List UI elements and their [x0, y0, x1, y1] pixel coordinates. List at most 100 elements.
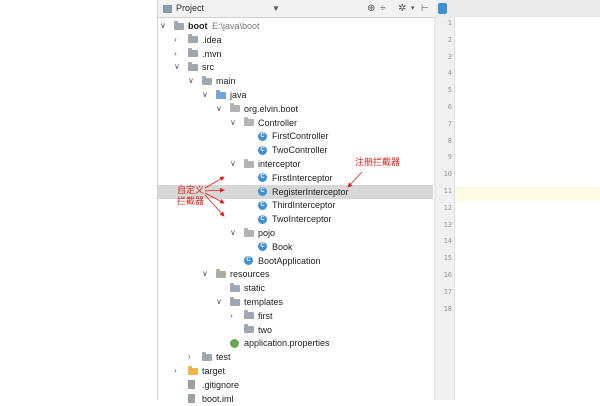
chevron-down-icon[interactable]: ∨ [202, 90, 208, 99]
tree-icon-cell [216, 267, 226, 281]
tree-item-label: resources [230, 269, 270, 280]
tree-row[interactable]: C BootApplication [158, 254, 433, 268]
tree-item-label: FirstController [272, 131, 329, 142]
tree-item-label: Book [272, 241, 293, 252]
tree-row[interactable]: › first [158, 309, 433, 323]
chevron-down-icon[interactable]: ∨ [202, 269, 208, 279]
sync-icon[interactable]: ⊕ [367, 3, 376, 14]
line-number: 3 [447, 52, 452, 61]
tree-row[interactable]: C ThirdInterceptor [158, 198, 433, 212]
tree-row[interactable]: ›.mvn [158, 47, 433, 61]
tree-row[interactable]: C RegisterInterceptor [158, 184, 433, 199]
chevron-right-icon[interactable]: › [174, 366, 177, 375]
line-number: 16 [443, 271, 452, 279]
chevron-down-icon[interactable]: ∨ [230, 159, 236, 168]
tree-icon-cell [230, 102, 240, 116]
tree-row[interactable]: .gitignore [158, 378, 433, 392]
tree-row[interactable]: ∨src [158, 60, 433, 74]
tree-row[interactable]: ∨templates [158, 295, 433, 309]
chevron-down-icon[interactable]: ∨ [230, 117, 236, 127]
tree-item-label: FirstInterceptor [272, 172, 333, 183]
tree-icon-cell [230, 281, 240, 295]
tree-icon-cell [188, 364, 198, 378]
chevron-right-icon[interactable]: › [174, 48, 177, 58]
tree-item-label: ThirdInterceptor [272, 200, 336, 211]
tree-item-label: TwoController [272, 145, 328, 156]
tree-row[interactable]: ∨ main [158, 74, 433, 88]
chevron-down-icon[interactable]: ∨ [216, 103, 222, 113]
chevron-down-icon[interactable]: ∨ [160, 21, 166, 30]
dropdown-arrow-icon[interactable]: ▼ [272, 4, 280, 13]
line-number: 6 [447, 103, 452, 111]
gear-icon[interactable]: ✲ [398, 3, 407, 14]
chevron-right-icon[interactable]: › [188, 352, 191, 362]
tree-item-label: first [258, 310, 273, 321]
tree-item-label: main [216, 76, 236, 87]
tree-item-label: org.elvin.boot [244, 103, 299, 114]
properties-icon [230, 338, 239, 348]
tree-row[interactable]: C FirstInterceptor [158, 171, 433, 185]
class-icon: C [258, 187, 267, 197]
folder-icon [188, 365, 198, 375]
tree-item-label: RegisterInterceptor [272, 186, 349, 197]
tree-row[interactable]: ∨ pojo [158, 226, 433, 240]
chevron-down-icon[interactable]: ∨ [230, 228, 236, 237]
package-icon [244, 117, 254, 127]
project-icon [163, 4, 172, 13]
chevron-down-icon[interactable]: ∨ [188, 76, 194, 86]
folder-icon [230, 282, 240, 292]
tree-icon-cell [244, 157, 254, 171]
tree-row[interactable]: application.properties [158, 336, 433, 350]
tree-icon-cell [188, 60, 198, 74]
settings-dropdown-icon[interactable]: ▾ [411, 5, 415, 12]
tree-item-label: BootApplication [258, 255, 321, 266]
line-number: 15 [443, 254, 452, 263]
tree-item-label: .gitignore [202, 379, 240, 390]
tree-icon-cell [174, 19, 184, 33]
project-view-selector[interactable]: Project [163, 0, 204, 17]
tree-row[interactable]: ∨ resources [158, 267, 433, 281]
editor-file-icon[interactable] [438, 3, 447, 14]
tree-icon-cell: C [244, 254, 253, 268]
tree-row[interactable]: static [158, 281, 433, 295]
tree-row[interactable]: › .idea [158, 33, 433, 47]
collapse-all-icon[interactable]: ÷ [380, 3, 386, 14]
tree-row[interactable]: ∨interceptor [158, 157, 433, 171]
tree-item-label: .idea [202, 34, 222, 45]
tree-item-label: java [230, 90, 247, 100]
tree-row[interactable]: ›test [158, 350, 433, 364]
class-icon: C [258, 173, 267, 183]
chevron-down-icon[interactable]: ∨ [216, 297, 222, 306]
tree-row[interactable]: ∨ org.elvin.boot [158, 102, 433, 116]
chevron-down-icon[interactable]: ∨ [174, 62, 180, 72]
tree-row[interactable]: ›target [158, 364, 433, 378]
chevron-right-icon[interactable]: › [174, 34, 177, 44]
line-number: 17 [443, 287, 452, 296]
tree-row[interactable]: two [158, 323, 433, 337]
tree-icon-cell: C [258, 212, 267, 226]
line-number: 4 [447, 69, 452, 78]
editor-tab-bar [436, 0, 600, 18]
hide-panel-icon[interactable]: ⊢ [421, 3, 429, 13]
tree-icon-cell [188, 378, 195, 392]
panel-scrollbar[interactable] [434, 18, 436, 400]
package-icon [244, 227, 254, 237]
tree-row[interactable]: boot.iml [158, 392, 433, 406]
chevron-right-icon[interactable]: › [230, 310, 233, 320]
tree-item-label: boot [188, 21, 208, 31]
folder-icon [244, 310, 254, 320]
folder-icon [188, 48, 198, 58]
tree-icon-cell: C [258, 198, 267, 212]
tree-row[interactable]: ∨Controller [158, 116, 433, 130]
tree-icon-cell [244, 309, 254, 323]
tree-item-label: pojo [258, 228, 276, 238]
tree-row[interactable]: ∨ java [158, 88, 433, 102]
current-line-highlight [436, 187, 600, 201]
